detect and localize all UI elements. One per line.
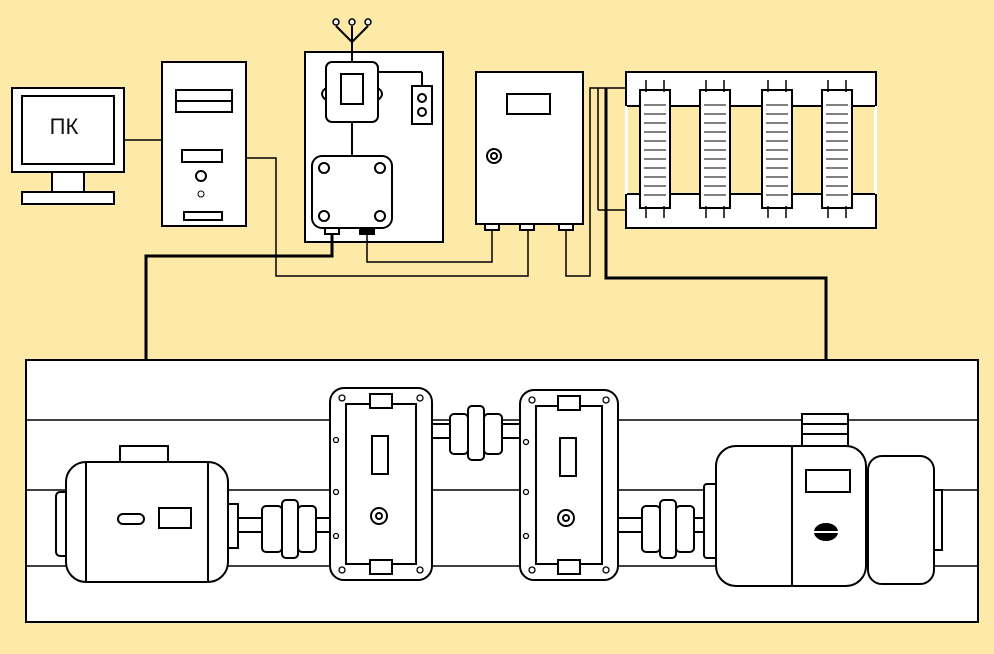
coupling-3	[618, 500, 706, 558]
resistor-element	[762, 80, 792, 218]
drive-motor	[56, 446, 238, 582]
converter-cabinet	[476, 72, 583, 230]
gearbox-2	[520, 390, 618, 580]
load-machine	[704, 414, 942, 586]
coupling-1	[238, 500, 332, 558]
controller-panel	[305, 19, 443, 242]
resistor-element	[822, 80, 852, 218]
system-unit	[162, 62, 246, 226]
gearbox-1	[330, 388, 432, 580]
power-cable	[146, 88, 826, 446]
pc-monitor	[12, 88, 124, 204]
signal-wiring	[124, 88, 626, 276]
pc-label: ПК	[49, 114, 79, 139]
resistor-bank	[626, 72, 876, 228]
resistor-element	[640, 80, 670, 218]
coupling-2	[432, 406, 522, 460]
resistor-element	[700, 80, 730, 218]
